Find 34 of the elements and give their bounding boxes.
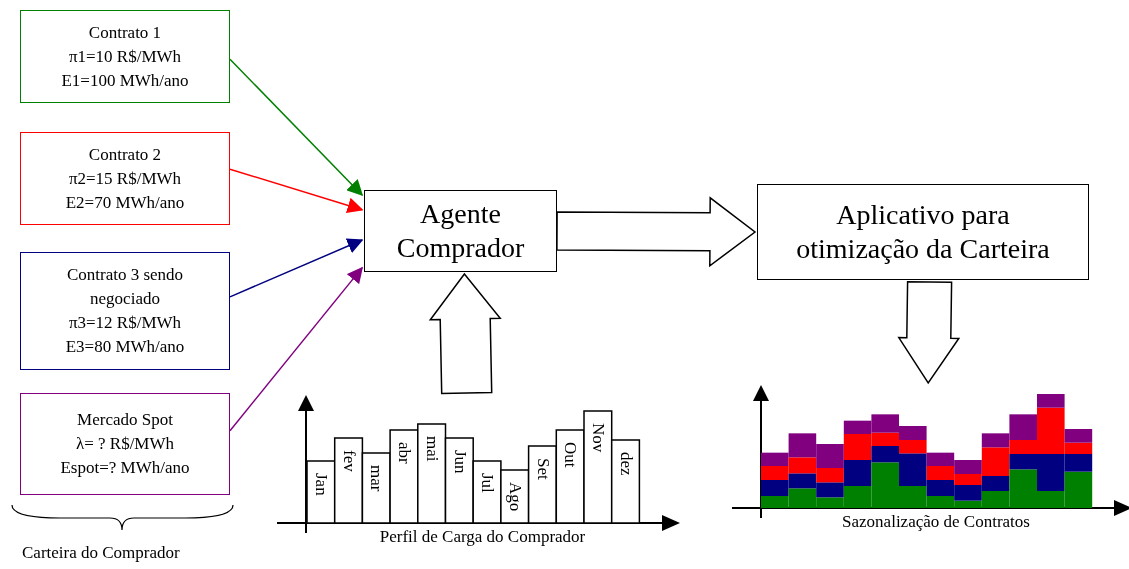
chart-caption: Sazonalização de Contratos: [842, 512, 1030, 532]
month-label: Set: [533, 458, 552, 480]
arrow: [229, 238, 364, 298]
box-label: Contrato 2 π2=15 R$/MWh E2=70 MWh/ano: [64, 143, 186, 214]
contract-box: [20, 252, 230, 370]
box-label: Aplicativo para otimização da Carteira: [795, 198, 1051, 266]
arrow: [229, 58, 364, 197]
month-label: Jan: [312, 473, 330, 496]
contract-box: [20, 10, 230, 103]
hollow-arrow: [556, 196, 757, 268]
month-label: dez: [616, 452, 635, 476]
box-label: Agente Comprador: [395, 197, 526, 265]
month-label: mai: [422, 436, 441, 462]
month-label: mar: [367, 465, 386, 492]
arrow: [229, 168, 364, 214]
agent-box: [364, 190, 557, 272]
month-label: Jul: [478, 473, 497, 493]
group-label: Carteira do Comprador: [22, 543, 180, 563]
box-label: Mercado Spot λ= ? R$/MWh Espot=? MWh/ano: [59, 409, 191, 479]
box-label: Contrato 1 π1=10 R$/MWh E1=100 MWh/ano: [60, 21, 190, 92]
application-box: [757, 184, 1089, 280]
hollow-arrow: [428, 272, 502, 395]
market-box: [20, 393, 230, 495]
arrow: [229, 266, 363, 432]
month-label: abr: [395, 442, 414, 464]
month-label: fev: [339, 450, 358, 472]
contract-box: [20, 132, 230, 225]
hollow-arrow: [897, 280, 961, 385]
month-label: Jun: [450, 450, 469, 474]
chart-caption: Perfil de Carga do Comprador: [379, 527, 586, 547]
box-label: Contrato 3 sendo negociado π3=12 R$/MWh E3=80 MWh/ano: [64, 264, 186, 358]
month-label: Nov: [589, 423, 607, 453]
month-label: Out: [561, 442, 580, 468]
month-label: Ago: [505, 482, 524, 512]
